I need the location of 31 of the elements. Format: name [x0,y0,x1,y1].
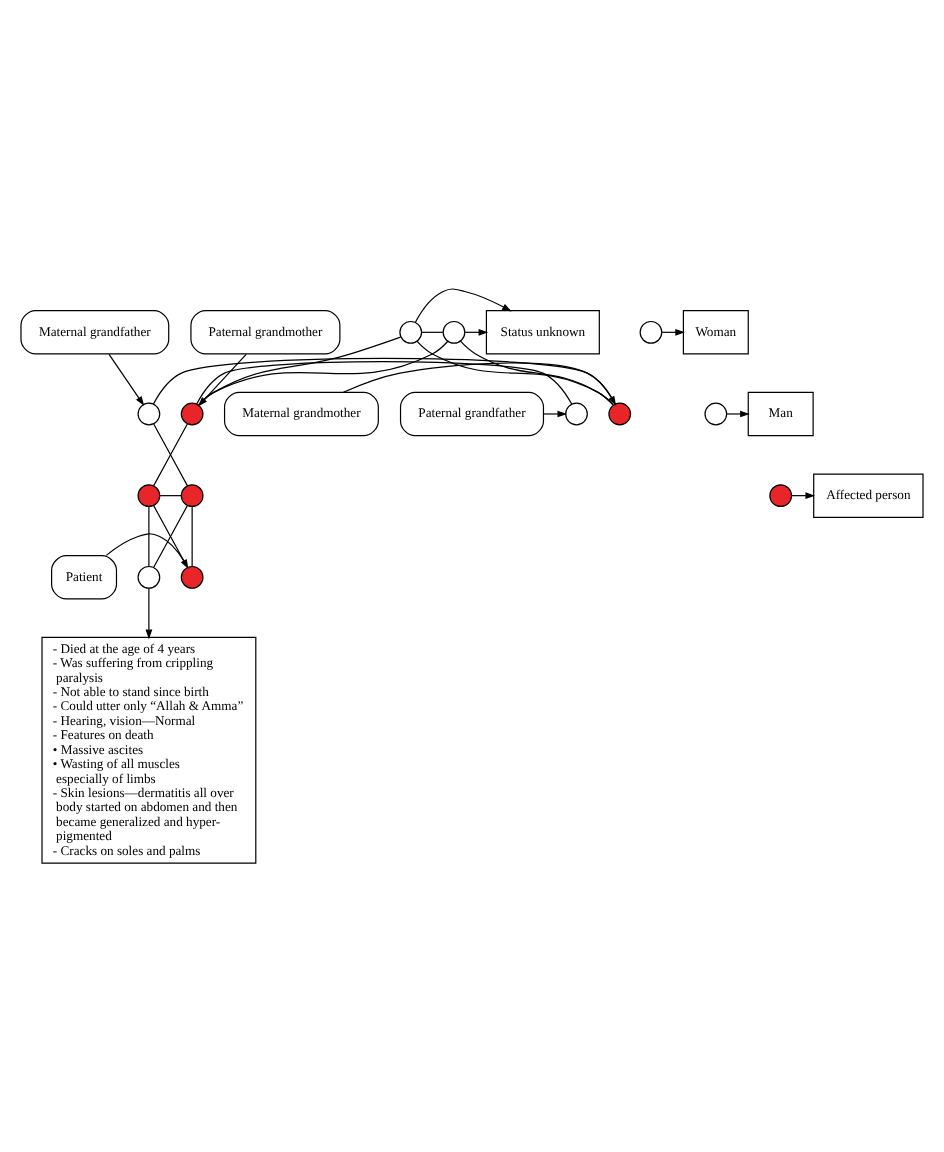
node-circle [769,484,793,508]
arrow [197,353,247,407]
connector [198,336,402,406]
arrow [414,288,512,323]
connector [159,495,182,497]
node-circle [704,402,728,426]
node-circle [180,402,204,426]
node-circle [399,320,423,344]
node-circle [137,484,161,508]
node-circle [180,484,204,508]
node-circle [137,402,161,426]
arrow [108,353,145,406]
connector [152,357,616,405]
arrow [543,410,568,418]
arrow [105,533,189,570]
connector [416,340,614,406]
connector [196,361,573,405]
arrow [145,587,153,640]
node-circle [639,320,663,344]
node-circle [442,320,466,344]
connector [197,340,449,406]
connector [420,331,444,333]
connector [191,505,193,567]
connector [148,505,150,567]
node-circle [137,565,161,589]
arrow [726,410,750,418]
arrow [342,362,617,406]
node-circle [608,402,632,426]
node-circle [565,402,588,426]
connector [459,340,614,406]
node-circle [180,565,204,589]
